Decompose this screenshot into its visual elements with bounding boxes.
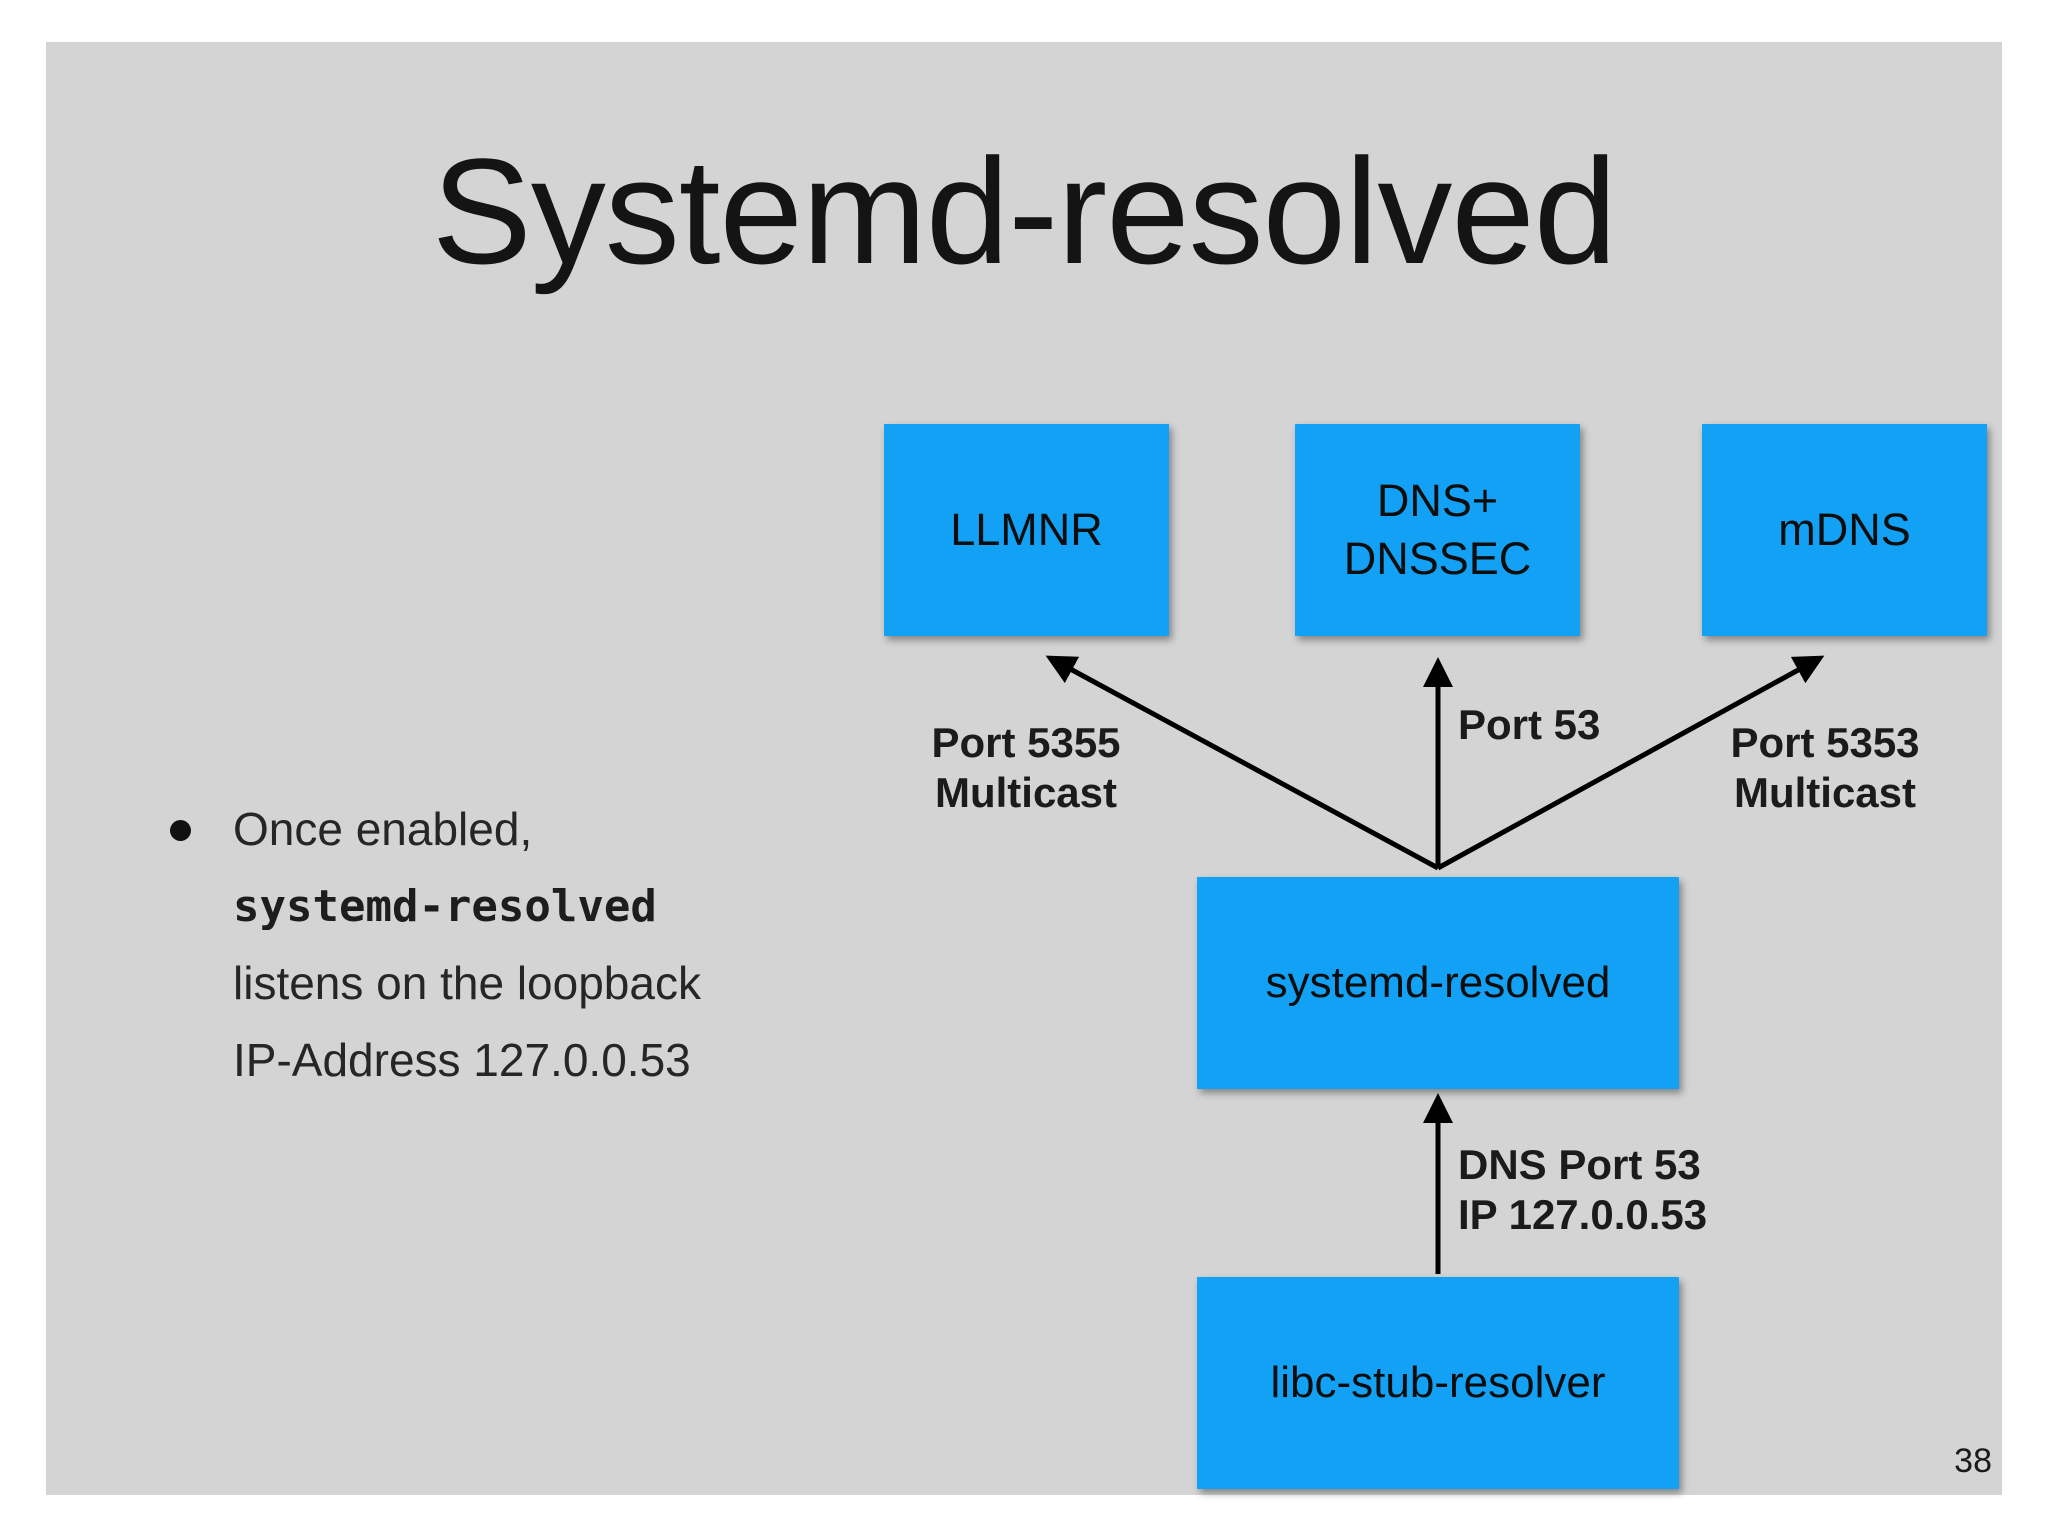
node-libc-stub-resolver: libc-stub-resolver xyxy=(1197,1277,1679,1489)
bullet-text: Once enabled, systemd-resolved listens o… xyxy=(233,791,953,1099)
edge-label-port-5355-multicast: Port 5355 Multicast xyxy=(931,719,1121,816)
bullet-line-4: IP-Address 127.0.0.53 xyxy=(233,1034,691,1086)
edge-label-port-53: Port 53 xyxy=(1458,701,1601,748)
arrow-to-llmnr xyxy=(1045,655,1440,871)
node-mdns: mDNS xyxy=(1702,424,1987,636)
node-systemd-resolved: systemd-resolved xyxy=(1197,877,1679,1089)
slide: Systemd-resolved Once enabled, systemd-r… xyxy=(46,42,2002,1495)
bullet-dot xyxy=(170,820,191,841)
edge-label-port-5353-multicast: Port 5353 Multicast xyxy=(1730,719,1920,816)
page-number: 38 xyxy=(1954,1442,1992,1480)
node-dns-dnssec: DNS+ DNSSEC xyxy=(1295,424,1580,636)
diagram-arrows xyxy=(1045,655,1825,1274)
bullet-line-2-code: systemd-resolved xyxy=(233,881,657,932)
node-llmnr: LLMNR xyxy=(884,424,1169,636)
bullet-line-1: Once enabled, xyxy=(233,803,533,855)
slide-title: Systemd-resolved xyxy=(431,127,1617,295)
bullet-line-3: listens on the loopback xyxy=(233,957,701,1009)
arrow-to-mdns xyxy=(1436,655,1825,871)
edge-label-dns-port-53-ip: DNS Port 53 IP 127.0.0.53 xyxy=(1458,1141,1708,1238)
